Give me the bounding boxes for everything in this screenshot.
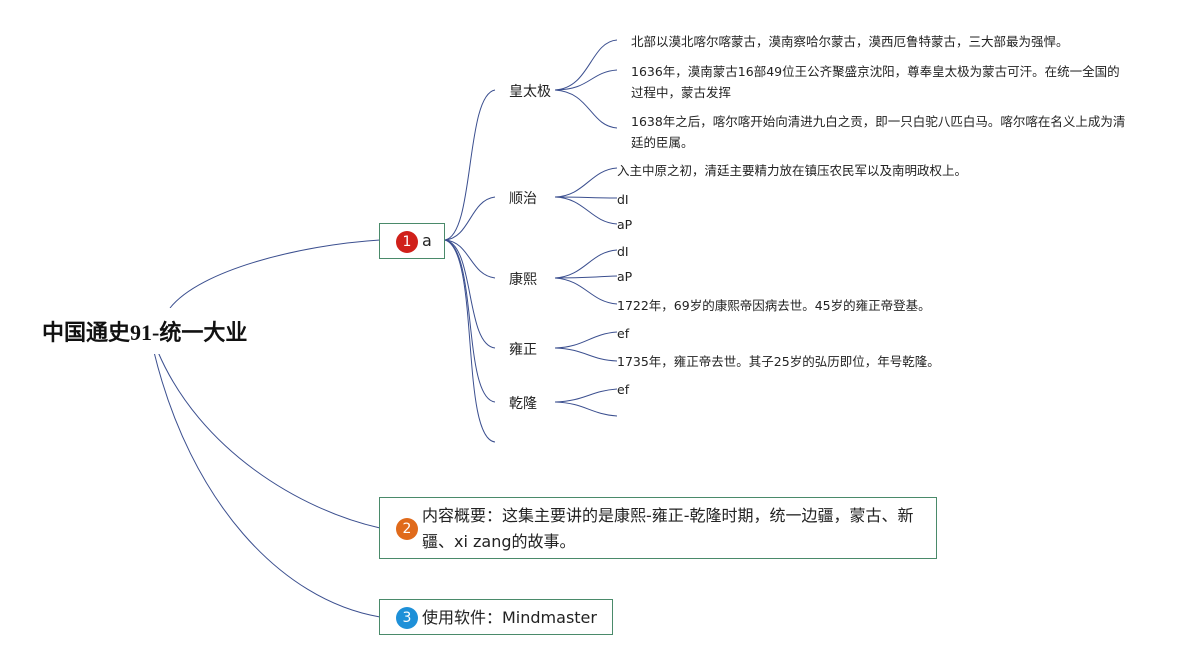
- topic-3-label: 使用软件：Mindmaster: [422, 608, 597, 627]
- topic-3[interactable]: 3 使用软件：Mindmaster: [379, 599, 613, 635]
- leaf-huangtaiji-2[interactable]: 1636年，漠南蒙古16部49位王公齐聚盛京沈阳，尊奉皇太极为蒙古可汗。在统一全…: [631, 64, 1120, 100]
- connector-topic1-huangtaiji: [444, 89, 496, 241]
- connector-root-topic-1: [169, 239, 381, 309]
- topic-2[interactable]: 2 内容概要：这集主要讲的是康熙-雍正-乾隆时期，统一边疆，蒙古、新疆、xi z…: [379, 497, 937, 559]
- leaf-kangxi-2[interactable]: aP: [617, 269, 633, 284]
- connector-topic1-yongzheng: [444, 239, 496, 349]
- leaf-qianlong-1[interactable]: ef: [617, 382, 630, 397]
- branch-huangtaiji[interactable]: 皇太极: [509, 84, 551, 100]
- branch-yongzheng[interactable]: 雍正: [509, 342, 537, 358]
- connector-topic1-qianlong: [444, 239, 496, 403]
- topic-3-badge: 3: [396, 607, 418, 629]
- leaf-huangtaiji-1[interactable]: 北部以漠北喀尔喀蒙古，漠南察哈尔蒙古，漠西厄鲁特蒙古，三大部最为强悍。: [631, 34, 1069, 49]
- topic-2-label: 内容概要：这集主要讲的是康熙-雍正-乾隆时期，统一边疆，蒙古、新疆、xi zan…: [422, 506, 914, 551]
- leaf-kangxi-3[interactable]: 1722年，69岁的康熙帝因病去世。45岁的雍正帝登基。: [617, 298, 931, 313]
- root-title: 中国通史91-统一大业: [42, 320, 248, 345]
- branch-qianlong[interactable]: 乾隆: [509, 396, 537, 412]
- leaf-yongzheng-2[interactable]: 1735年，雍正帝去世。其子25岁的弘历即位，年号乾隆。: [617, 354, 940, 369]
- leaf-yongzheng-1[interactable]: ef: [617, 326, 630, 341]
- leaf-shunzhi-1[interactable]: 入主中原之初，清廷主要精力放在镇压农民军以及南明政权上。: [617, 163, 968, 178]
- topic-2-badge: 2: [396, 518, 418, 540]
- topic-1-label: a: [422, 231, 432, 250]
- branch-kangxi[interactable]: 康熙: [509, 272, 537, 288]
- root-topic[interactable]: 中国通史91-统一大业: [30, 308, 278, 354]
- connector-topic1-shunzhi: [444, 196, 496, 241]
- topic-1-badge: 1: [396, 231, 418, 253]
- connector-root-topic-2: [157, 351, 381, 529]
- topic-1[interactable]: 1 a: [379, 223, 445, 259]
- connector-topic1-kangxi: [444, 239, 496, 279]
- connector-topic1-empty: [444, 239, 496, 443]
- leaf-shunzhi-2[interactable]: dI: [617, 192, 629, 207]
- connector-root-topic-3: [153, 351, 381, 618]
- leaf-kangxi-1[interactable]: dI: [617, 244, 629, 259]
- branch-shunzhi[interactable]: 顺治: [509, 191, 537, 207]
- leaf-shunzhi-3[interactable]: aP: [617, 217, 633, 232]
- leaf-huangtaiji-3[interactable]: 1638年之后，喀尔喀开始向清进九白之贡，即一只白驼八匹白马。喀尔喀在名义上成为…: [631, 114, 1126, 150]
